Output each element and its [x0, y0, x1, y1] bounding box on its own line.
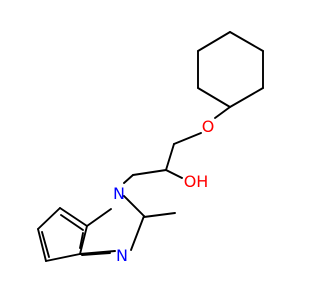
hydroxyl-label: OH	[184, 172, 209, 191]
cyclohexane-ring	[197, 31, 264, 108]
ether-oxygen-label: O	[202, 117, 215, 136]
bond	[229, 87, 264, 108]
bond	[123, 195, 145, 217]
bond	[197, 87, 231, 108]
structure-svg: O OH N N	[37, 31, 264, 265]
n1-label: N	[113, 184, 125, 203]
n3-label: N	[116, 246, 128, 265]
bond-c-n	[123, 174, 134, 184]
propanol-chain	[123, 106, 231, 184]
bond	[229, 31, 264, 52]
bond	[37, 228, 47, 262]
bond-c-c	[132, 169, 167, 176]
bond-c-o	[214, 106, 231, 119]
bond-c-oh	[165, 169, 183, 179]
bond	[59, 207, 88, 227]
bond-methyl	[143, 212, 176, 218]
bond-o-c	[173, 132, 202, 145]
bond-fusion	[79, 225, 88, 255]
bond-c-c	[165, 143, 175, 171]
bond-double	[81, 252, 111, 256]
bond-double	[41, 231, 50, 258]
bond	[37, 207, 61, 230]
bond	[130, 215, 145, 251]
bond	[79, 250, 116, 255]
benzimidazole	[37, 195, 176, 262]
bond-double	[60, 214, 84, 231]
bond	[86, 208, 112, 227]
bond	[197, 31, 231, 52]
molecule-diagram: O OH N N	[37, 31, 264, 265]
bond-double	[79, 232, 84, 249]
bond	[45, 253, 81, 262]
